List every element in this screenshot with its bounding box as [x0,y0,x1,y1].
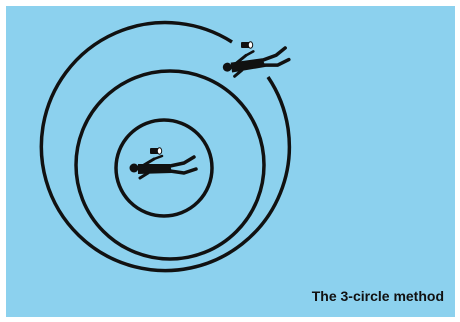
victim-flashlight-icon [150,148,162,154]
rescuer-person-icon [221,47,290,78]
diagram-caption: The 3-circle method [312,288,444,304]
victim-person-icon [130,156,197,178]
rescuer-flashlight-icon [241,42,253,48]
